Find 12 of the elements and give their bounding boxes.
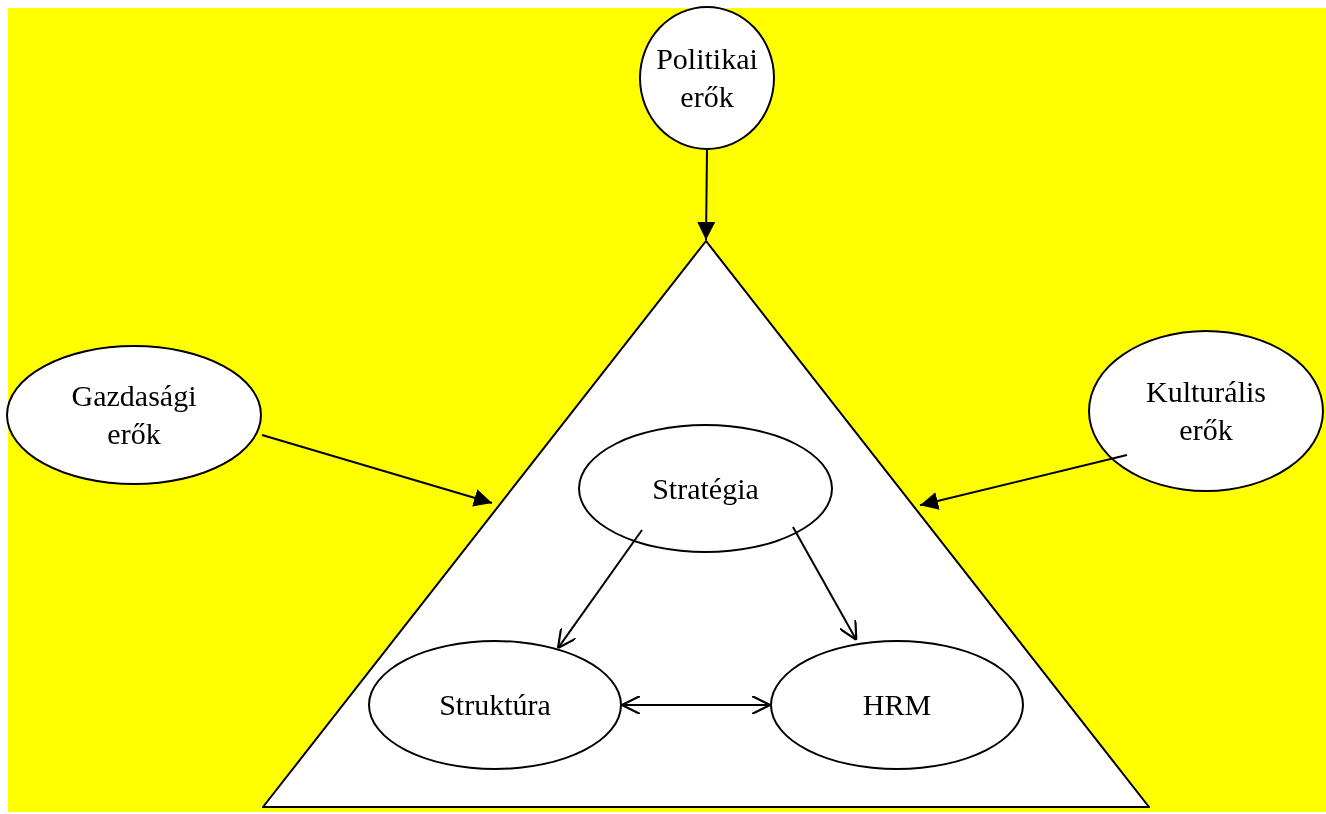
node-label: Politikai erők (655, 41, 759, 115)
node-label: Stratégia (652, 470, 759, 507)
node-label: Struktúra (439, 687, 551, 723)
node-label: HRM (862, 687, 932, 723)
arrow (791, 525, 858, 642)
node-label: Kulturális erők (1145, 374, 1267, 448)
arrow (697, 149, 716, 241)
arrow (620, 694, 772, 716)
arrow (261, 434, 493, 507)
arrow (556, 529, 643, 650)
arrow (919, 454, 1128, 510)
node-label: Gazdasági erők (70, 378, 198, 452)
